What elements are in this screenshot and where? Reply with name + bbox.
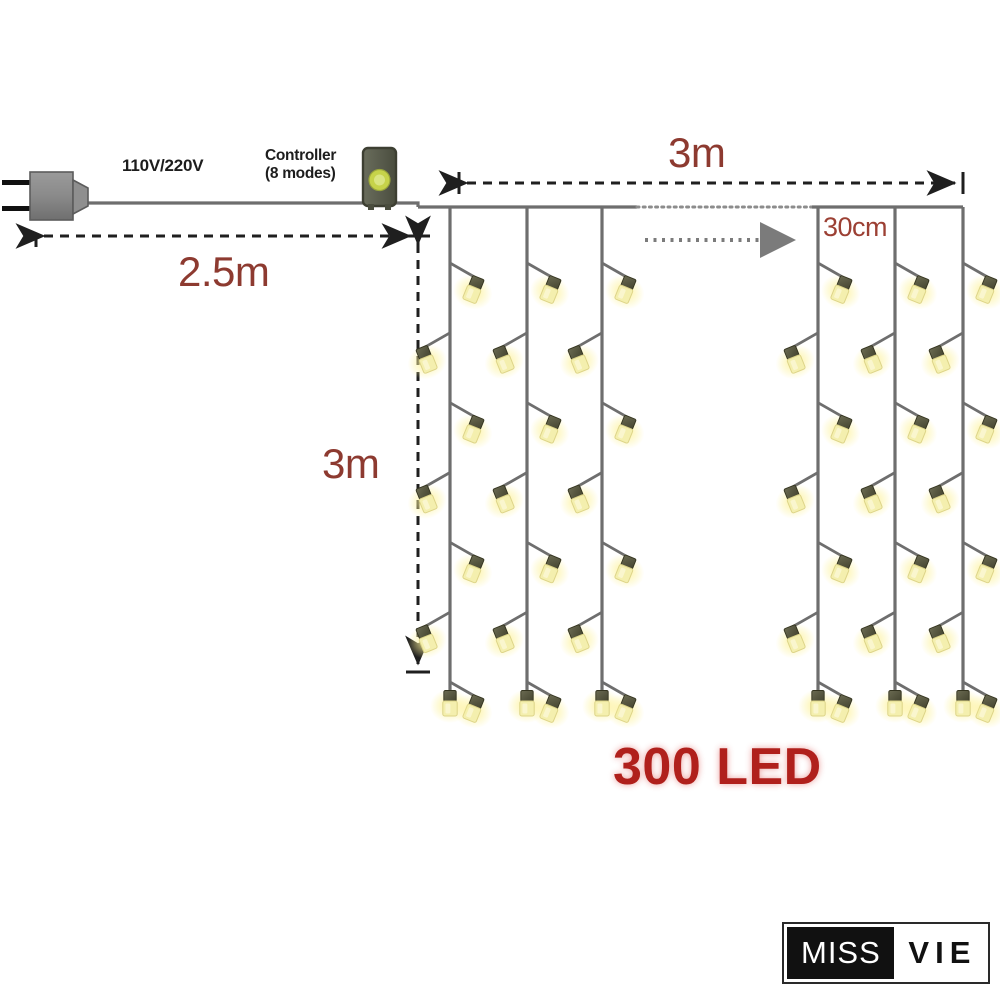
led-bulb-icon <box>530 274 570 310</box>
led-strand <box>559 207 645 729</box>
led-bulb-icon <box>821 274 861 310</box>
controller-label-line1: Controller <box>265 147 337 164</box>
led-strand <box>407 207 493 729</box>
led-bulb-icon <box>407 344 447 380</box>
led-bulb-icon <box>966 414 1000 450</box>
led-bulb-icon <box>775 623 815 659</box>
logo-text-miss: MISS <box>801 935 881 970</box>
controller-label-line2: (8 modes) <box>265 165 336 182</box>
led-strand <box>484 207 570 729</box>
led-bulb-icon <box>898 553 938 589</box>
led-bulb-icon <box>484 484 524 519</box>
led-bulb-icon <box>798 689 838 723</box>
logo-text-vie: VIE <box>908 935 977 970</box>
led-bulb-icon <box>852 344 892 380</box>
controller-box-icon <box>361 146 398 210</box>
led-bulb-icon <box>559 623 599 659</box>
led-bulb-icon <box>453 553 493 589</box>
led-bulb-icon <box>582 689 622 723</box>
led-bulb-icon <box>407 623 447 659</box>
led-bulb-icon <box>453 414 493 450</box>
led-bulb-icon <box>898 274 938 310</box>
brand-logo: MISS VIE <box>782 922 990 984</box>
drop-height-label: 3m <box>322 440 380 487</box>
led-bulb-icon <box>943 689 983 723</box>
led-bulb-icon <box>898 693 938 729</box>
voltage-label: 110V/220V <box>122 156 204 175</box>
power-cord-wire <box>78 201 963 209</box>
led-bulb-icon <box>852 623 892 659</box>
led-strand <box>852 207 938 729</box>
led-bulb-icon <box>852 484 892 519</box>
led-count-label: 300 LED <box>613 738 822 796</box>
led-bulb-icon <box>559 344 599 380</box>
led-strand <box>920 207 1000 729</box>
led-bulb-icon <box>430 689 470 723</box>
logo-dark-block: MISS <box>787 927 894 979</box>
curtain-width-label: 3m <box>668 129 726 176</box>
led-bulb-icon <box>821 553 861 589</box>
led-bulb-icon <box>821 414 861 450</box>
led-bulb-icon <box>966 553 1000 589</box>
dimension-drop-height <box>405 215 431 674</box>
led-bulb-icon <box>966 274 1000 310</box>
led-bulb-icon <box>605 274 645 310</box>
power-plug-icon <box>2 171 89 221</box>
logo-light-block: VIE <box>893 927 985 979</box>
led-bulb-icon <box>875 689 915 723</box>
led-bulb-icon <box>920 484 960 519</box>
led-bulb-icon <box>775 484 815 519</box>
led-bulb-icon <box>920 344 960 380</box>
led-bulb-icon <box>484 344 524 380</box>
lead-length-label: 2.5m <box>178 248 270 295</box>
led-bulb-icon <box>453 274 493 310</box>
led-bulb-icon <box>484 623 524 659</box>
led-bulb-icon <box>898 414 938 450</box>
dimension-lead-length <box>15 223 420 249</box>
led-bulb-icon <box>407 484 447 519</box>
led-bulb-icon <box>775 344 815 380</box>
led-bulb-icon <box>507 689 547 723</box>
led-strand <box>775 207 861 729</box>
led-bulb-icon <box>559 484 599 519</box>
led-bulb-icon <box>605 414 645 450</box>
led-strand-group <box>407 207 1000 729</box>
dimension-curtain-width <box>438 170 965 196</box>
led-bulb-icon <box>920 623 960 659</box>
strand-spacing-label: 30cm <box>823 212 888 242</box>
led-bulb-icon <box>605 553 645 589</box>
led-bulb-icon <box>530 414 570 450</box>
led-bulb-icon <box>530 553 570 589</box>
